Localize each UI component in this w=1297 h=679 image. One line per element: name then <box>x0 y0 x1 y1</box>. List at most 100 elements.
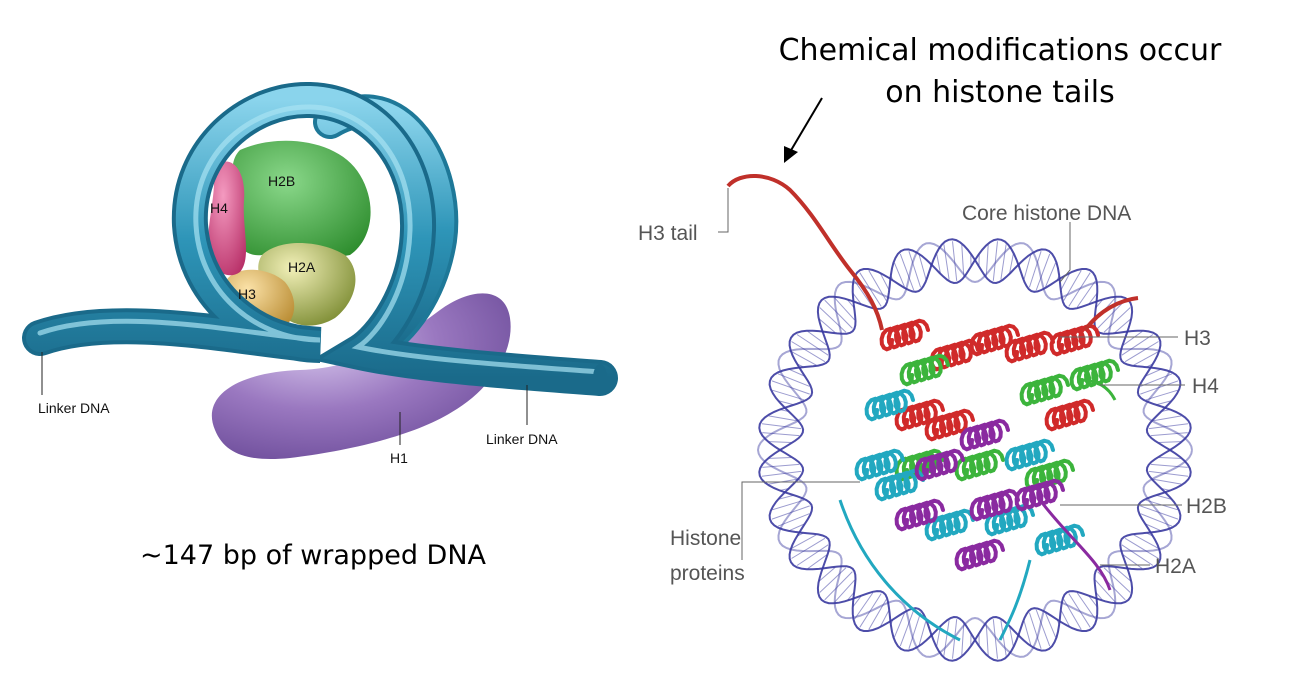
right-heading-line1: Chemical modifications occur <box>778 33 1222 68</box>
dna-base-pair <box>943 620 950 656</box>
dna-base-pair <box>1126 567 1129 569</box>
dna-base-pair <box>893 612 905 638</box>
dna-base-pair <box>1146 532 1153 537</box>
dna-base-pair <box>852 595 862 607</box>
dna-base-pair <box>992 241 998 281</box>
dna-base-pair <box>821 331 824 333</box>
dna-base-pair <box>772 499 805 511</box>
dna-base-pair <box>1140 380 1179 395</box>
label-h3-tail: H3 tail <box>638 222 698 245</box>
dna-base-pair <box>1122 330 1143 346</box>
dna-base-pair <box>880 273 890 290</box>
dna-base-pair <box>807 554 828 570</box>
dna-base-pair <box>893 262 905 288</box>
dna-base-pair <box>1158 441 1181 443</box>
label-h4: H4 <box>1192 375 1219 398</box>
dna-base-pair <box>1121 544 1154 566</box>
histone-helix <box>894 398 945 432</box>
dna-base-pair <box>1153 478 1182 485</box>
histone-helix <box>969 488 1020 522</box>
histone-helix <box>1069 358 1120 392</box>
dna-base-pair <box>952 619 958 659</box>
label-histone-proteins-line1: Histone <box>670 527 741 550</box>
dna-base-pair <box>1035 609 1051 647</box>
label-h2a: H2A <box>288 259 316 275</box>
dna-base-pair <box>952 241 958 281</box>
dna-base-pair <box>761 470 802 477</box>
dna-base-pair <box>985 624 989 656</box>
h1-protein <box>211 293 511 460</box>
dna-base-pair <box>859 593 882 628</box>
dna-base-pair <box>1088 595 1098 607</box>
histone-loop <box>1079 378 1117 401</box>
label-linker-dna-right: Linker DNA <box>486 431 558 447</box>
dna-base-pair <box>890 619 894 625</box>
dna-base-pair <box>1150 463 1188 468</box>
dna-base-pair <box>1076 280 1096 308</box>
dna-base-pair <box>771 505 810 520</box>
dna-superhelix <box>756 238 1193 662</box>
dna-base-pair <box>789 523 805 532</box>
dna-base-pair <box>1103 307 1131 333</box>
dna-base-pair <box>834 579 855 603</box>
dna-base-pair <box>1114 567 1131 582</box>
dna-base-pair <box>1095 299 1103 308</box>
histone-helix <box>954 538 1005 572</box>
h4-protein <box>208 161 247 276</box>
dna-base-pair <box>1153 415 1182 422</box>
dna-base-pair <box>1140 513 1173 527</box>
dna-base-pair <box>890 275 894 281</box>
dna-base-pair <box>1000 244 1007 280</box>
dna-base-pair <box>807 330 828 346</box>
dna-base-pair <box>1148 423 1189 430</box>
dna-base-pair <box>918 254 927 280</box>
dna-base-pair <box>1088 293 1098 305</box>
dna-base-pair <box>1063 599 1082 630</box>
dna-base-pair <box>961 244 965 276</box>
dna-base-pair <box>1009 253 1014 273</box>
dna-base-pair <box>1063 270 1082 301</box>
dna-strand <box>756 242 1193 658</box>
dna-base-pair <box>1000 620 1007 656</box>
label-h2b: H2B <box>1186 495 1227 518</box>
histone-helix <box>1024 458 1075 492</box>
histone-helix <box>929 338 980 372</box>
dna-base-pair <box>769 441 792 443</box>
dna-base-pair <box>1124 537 1159 559</box>
dna-base-pair <box>824 571 853 601</box>
dna-base-pair <box>778 494 794 500</box>
label-core-histone-dna: Core histone DNA <box>962 202 1131 225</box>
dna-base-pair <box>762 463 800 468</box>
histone-loop <box>998 559 1032 641</box>
dna-base-pair <box>761 423 802 430</box>
dna-base-pair <box>929 263 932 267</box>
dna-base-pair <box>1068 272 1091 307</box>
dna-base-pair <box>1140 505 1179 520</box>
histone-helix <box>1034 523 1085 557</box>
label-h3: H3 <box>1184 327 1211 350</box>
dna-base-pair <box>1145 523 1161 532</box>
dna-base-pair <box>791 537 826 559</box>
dna-base-pair <box>789 368 805 377</box>
dna-base-pair <box>1068 593 1091 628</box>
dna-base-pair <box>899 609 915 647</box>
dna-base-pair <box>854 592 874 620</box>
label-h4: H4 <box>210 200 228 216</box>
dna-base-pair <box>1122 554 1143 570</box>
right-heading: Chemical modifications occur on histone … <box>760 30 1240 114</box>
histone-helix <box>1044 398 1095 432</box>
dna-base-pair <box>1121 334 1154 356</box>
dna-base-pair <box>772 389 805 401</box>
dna-base-pair <box>1145 368 1161 377</box>
dna-base-pair <box>778 400 794 406</box>
dna-base-pair <box>943 244 950 280</box>
dna-base-pair <box>1124 341 1159 363</box>
dna-base-pair <box>768 415 797 422</box>
histone-helices <box>838 318 1120 642</box>
dna-base-pair <box>791 534 817 549</box>
dna-base-pair <box>918 620 927 646</box>
dna-base-pair <box>1045 612 1057 638</box>
dna-base-pair <box>847 592 855 601</box>
dna-base-pair <box>1133 534 1159 549</box>
dna-base-pair <box>1097 299 1126 329</box>
